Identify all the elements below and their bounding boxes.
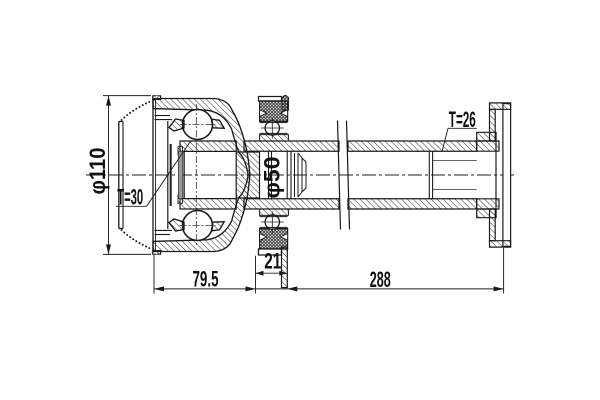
svg-text:288: 288 bbox=[370, 267, 391, 292]
svg-text:T=30: T=30 bbox=[117, 184, 143, 209]
svg-text:21: 21 bbox=[264, 248, 281, 273]
svg-text:φ50: φ50 bbox=[260, 157, 285, 199]
svg-text:79.5: 79.5 bbox=[193, 267, 219, 292]
svg-text:φ110: φ110 bbox=[85, 148, 110, 195]
